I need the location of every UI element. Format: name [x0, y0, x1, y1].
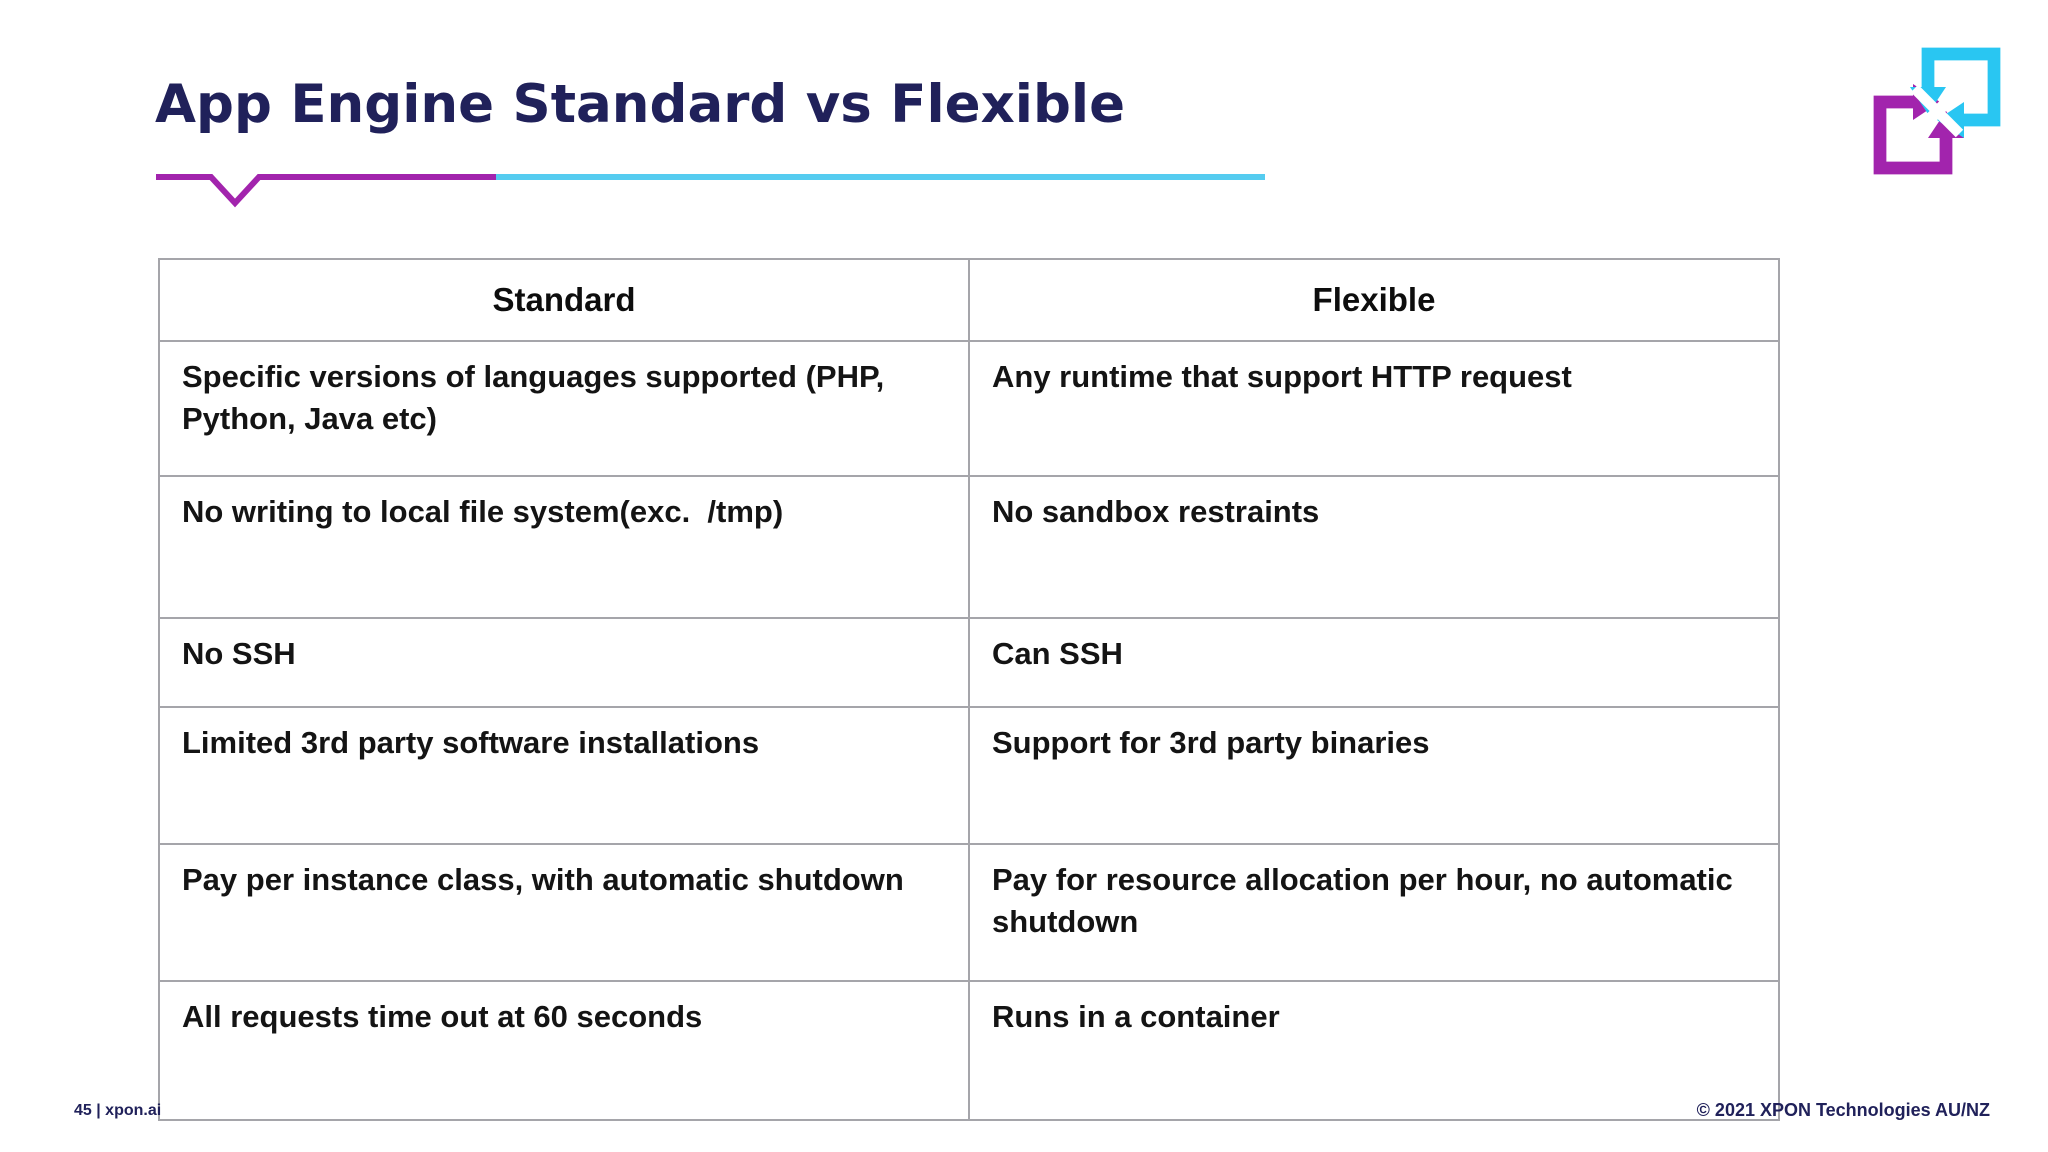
xpon-logo-icon — [1873, 47, 2001, 175]
table-header-row: Standard Flexible — [158, 258, 1780, 342]
table-cell-standard-pricing: Pay per instance class, with automatic s… — [158, 843, 970, 982]
table-cell-flexible-container: Runs in a container — [968, 980, 1780, 1121]
table-row: Specific versions of languages supported… — [158, 340, 1780, 477]
table-cell-flexible-sandbox: No sandbox restraints — [968, 475, 1780, 619]
table-cell-flexible-pricing: Pay for resource allocation per hour, no… — [968, 843, 1780, 982]
table-row: All requests time out at 60 seconds Runs… — [158, 980, 1780, 1121]
comparison-table: Standard Flexible Specific versions of l… — [158, 258, 1780, 1121]
table-cell-flexible-ssh: Can SSH — [968, 617, 1780, 708]
table-row: Pay per instance class, with automatic s… — [158, 843, 1780, 982]
footer-page-label: 45 | xpon.ai — [74, 1102, 162, 1119]
table-row: No SSH Can SSH — [158, 617, 1780, 708]
table-header-flexible: Flexible — [968, 258, 1780, 342]
table-row: No writing to local file system(exc. /tm… — [158, 475, 1780, 619]
table-cell-flexible-runtime: Any runtime that support HTTP request — [968, 340, 1780, 477]
table-cell-standard-filesystem: No writing to local file system(exc. /tm… — [158, 475, 970, 619]
table-cell-standard-ssh: No SSH — [158, 617, 970, 708]
table-cell-standard-timeout: All requests time out at 60 seconds — [158, 980, 970, 1121]
page-title: App Engine Standard vs Flexible — [155, 74, 1126, 135]
table-cell-standard-3rdparty: Limited 3rd party software installations — [158, 706, 970, 845]
table-cell-standard-languages: Specific versions of languages supported… — [158, 340, 970, 477]
title-underline-decoration — [156, 174, 1265, 208]
table-row: Limited 3rd party software installations… — [158, 706, 1780, 845]
table-header-standard: Standard — [158, 258, 970, 342]
table-cell-flexible-3rdparty: Support for 3rd party binaries — [968, 706, 1780, 845]
footer-copyright: © 2021 XPON Technologies AU/NZ — [1696, 1100, 1990, 1120]
